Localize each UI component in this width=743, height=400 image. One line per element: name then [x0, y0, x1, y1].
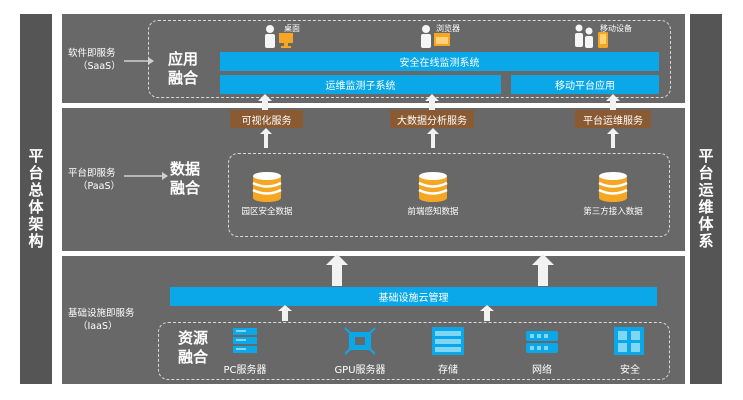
saas-fusion-title: 应用 融合	[168, 50, 198, 88]
iaas-layer-label: 基础设施即服务 （IaaS）	[68, 307, 158, 333]
db-frontend-sensing-label: 前端感知数据	[407, 207, 459, 217]
online-monitoring-system-bar: 安全在线监测系统	[220, 52, 659, 71]
service-platform-ops: 平台运维服务	[575, 110, 651, 128]
resource-security-label: 安全	[620, 365, 640, 376]
up-arrow-visual	[258, 94, 272, 112]
saas-dashed-region	[148, 20, 671, 98]
resource-network-label: 网络	[532, 365, 552, 376]
paas-layer-abbr: （PaaS）	[78, 181, 120, 192]
up-arrow-db2	[427, 128, 439, 148]
resource-pc-server-label: PC服务器	[223, 365, 267, 376]
paas-fusion-line1: 数据	[170, 160, 201, 178]
paas-band	[62, 108, 685, 251]
resource-network: 网络	[512, 326, 572, 376]
iaas-resource-dashed-region	[158, 322, 670, 380]
resource-storage: 存储	[418, 326, 478, 376]
resource-security: 安全	[600, 326, 660, 376]
saas-fusion-line1: 应用	[168, 50, 199, 68]
resource-gpu-server: GPU服务器	[325, 326, 395, 376]
iaas-band	[62, 256, 685, 384]
browser-user-icon	[421, 25, 450, 48]
device-mobile-label: 移动设备	[600, 24, 632, 33]
gpu-chip-icon	[344, 327, 376, 355]
resource-pc-server: PC服务器	[215, 326, 275, 376]
database-icon	[598, 172, 628, 202]
saas-pointer-arrow	[124, 57, 154, 65]
right-pillar-ops-system: 平台运维体系	[690, 14, 722, 384]
iaas-layer-abbr: （IaaS）	[78, 321, 118, 332]
up-arrow-db3	[607, 128, 619, 148]
paas-layer-label: 平台即服务 （PaaS）	[68, 167, 148, 193]
infrastructure-cloud-management-bar: 基础设施云管理	[170, 287, 657, 306]
left-pillar-label: 平台总体架构	[26, 148, 45, 250]
database-icon	[252, 172, 282, 202]
db-frontend-sensing: 前端感知数据	[398, 172, 468, 222]
paas-fusion-line2: 融合	[170, 179, 201, 197]
storage-icon	[432, 327, 464, 355]
left-pillar-platform-architecture: 平台总体架构	[20, 14, 52, 384]
device-mobile: 移动设备	[572, 23, 642, 51]
service-big-data-analysis: 大数据分析服务	[390, 110, 474, 128]
paas-layer-title: 平台即服务	[68, 168, 116, 179]
up-arrow-res-left	[278, 305, 292, 321]
iaas-fusion-line1: 资源	[178, 329, 209, 347]
device-desktop: 桌面	[262, 23, 322, 51]
right-pillar-label: 平台运维体系	[696, 148, 715, 250]
security-icon	[614, 327, 644, 355]
desktop-user-icon	[265, 25, 293, 48]
iaas-layer-title: 基础设施即服务	[68, 308, 135, 319]
device-desktop-label: 桌面	[284, 24, 300, 33]
service-visualization: 可视化服务	[230, 110, 303, 128]
mobile-user-icon	[575, 24, 608, 48]
up-arrow-db1	[260, 128, 272, 148]
saas-layer-label: 软件即服务 （SaaS）	[68, 47, 148, 73]
server-icon	[233, 328, 257, 353]
db-park-security-label: 园区安全数据	[241, 207, 293, 217]
paas-data-dashed-region	[228, 153, 670, 237]
iaas-fusion-line2: 融合	[178, 348, 209, 366]
resource-gpu-server-label: GPU服务器	[334, 365, 386, 376]
saas-fusion-line2: 融合	[168, 69, 199, 87]
device-browser-label: 浏览器	[436, 24, 460, 33]
device-browser: 浏览器	[418, 23, 478, 51]
network-switch-icon	[526, 331, 558, 353]
paas-fusion-title: 数据 融合	[170, 160, 200, 198]
db-park-security: 园区安全数据	[232, 172, 302, 222]
database-icon	[418, 172, 448, 202]
up-arrow-res-right	[480, 305, 494, 321]
mobile-platform-app: 移动平台应用	[511, 75, 659, 94]
up-arrow-cloud-right	[532, 254, 554, 286]
up-arrow-ops	[606, 94, 620, 112]
up-arrow-bigdata	[425, 94, 439, 112]
ops-monitoring-subsystem: 运维监测子系统	[220, 75, 501, 94]
db-third-party-label: 第三方接入数据	[583, 207, 643, 217]
saas-layer-title: 软件即服务	[68, 48, 116, 59]
iaas-fusion-title: 资源 融合	[178, 329, 208, 367]
up-arrow-cloud-left	[326, 254, 348, 286]
paas-pointer-arrow	[124, 172, 168, 180]
saas-layer-abbr: （SaaS）	[78, 61, 121, 72]
db-third-party: 第三方接入数据	[576, 172, 650, 222]
resource-storage-label: 存储	[438, 365, 458, 376]
